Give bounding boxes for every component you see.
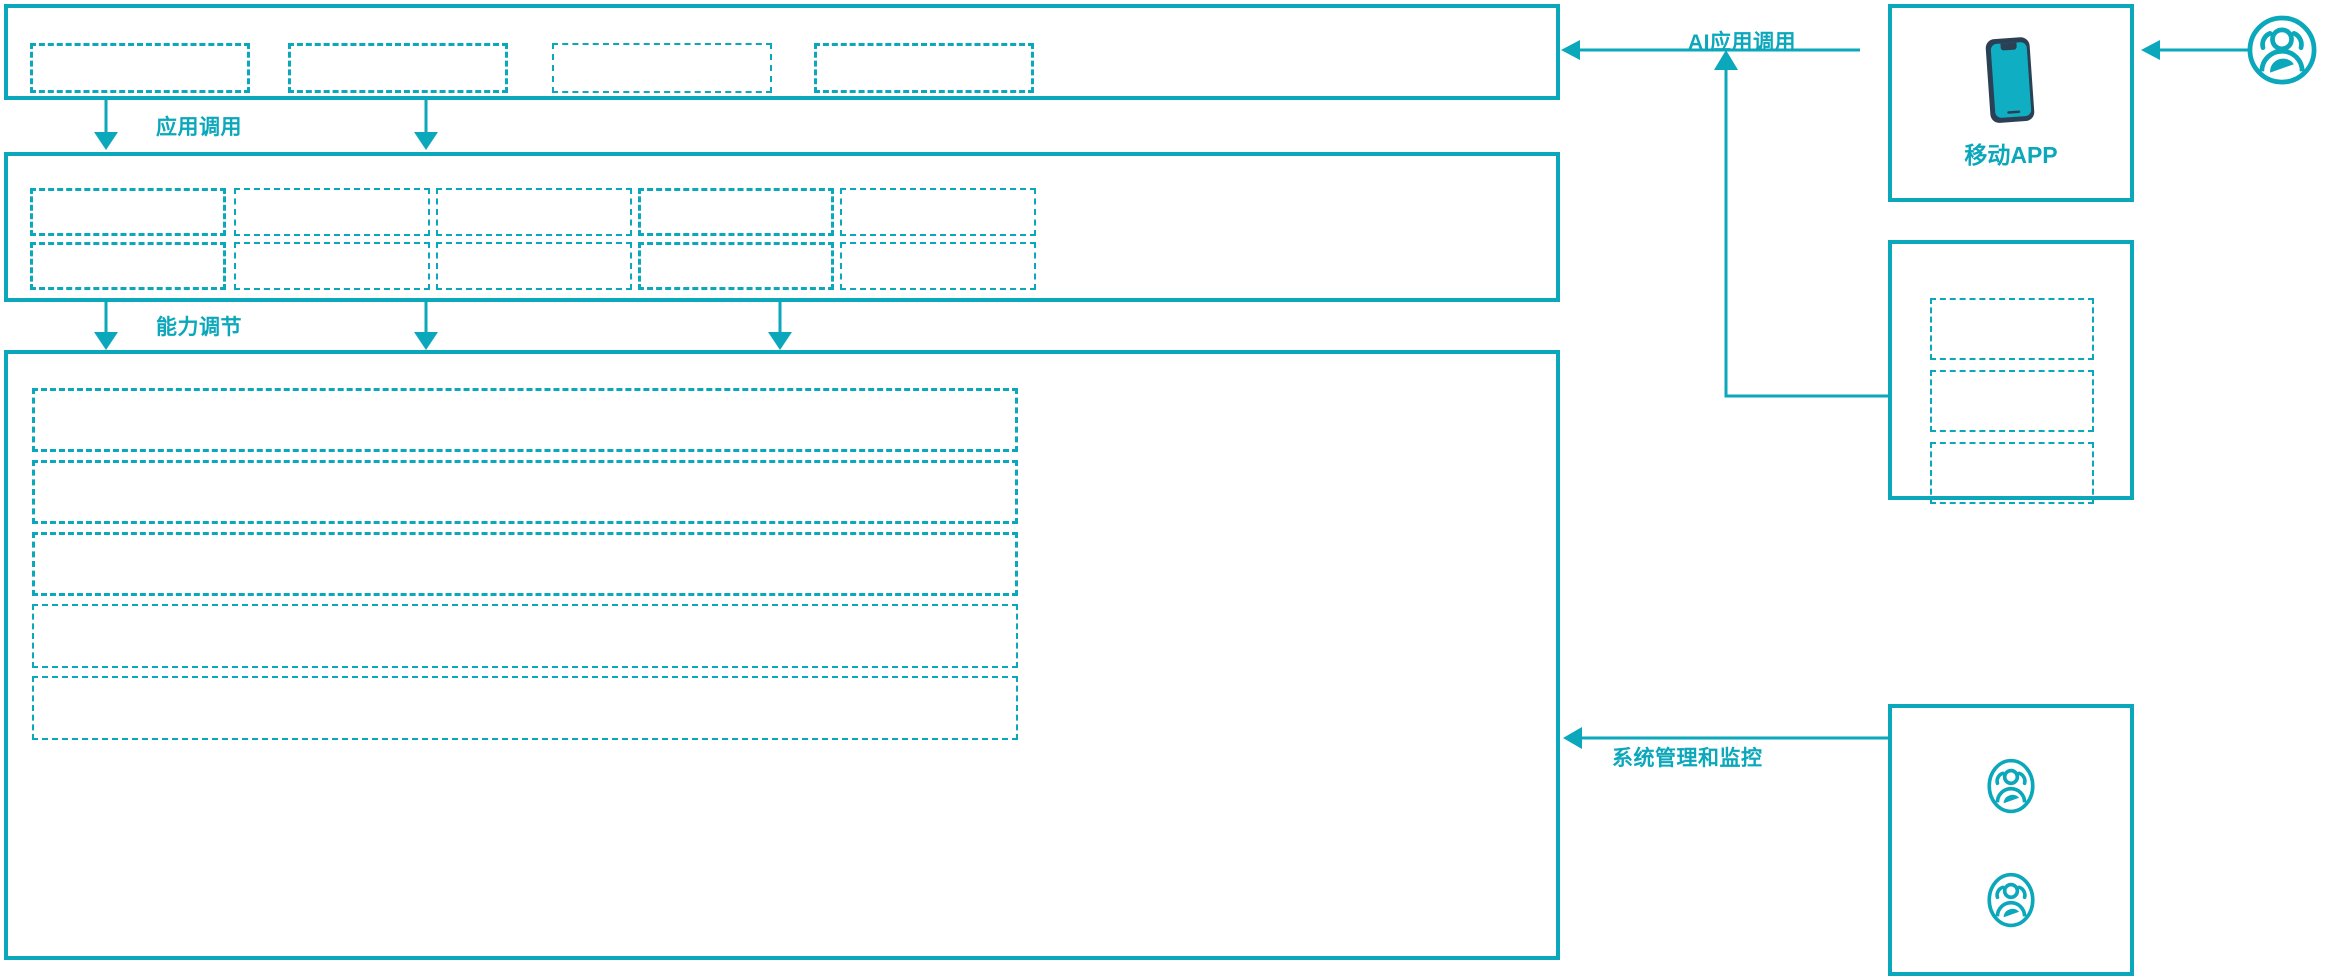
capability-slot-2-1[interactable] [30, 242, 226, 290]
infrastructure-layer-panel [4, 350, 1560, 960]
application-slot-1[interactable] [30, 43, 250, 93]
infrastructure-slot-3[interactable] [32, 532, 1018, 596]
infrastructure-slot-1[interactable] [32, 388, 1018, 452]
capability-slot-1-3[interactable] [436, 188, 632, 236]
operations-user-icon-1[interactable] [1892, 754, 2130, 818]
capability-tune-arrow-mid [414, 302, 438, 350]
application-slot-2[interactable] [288, 43, 508, 93]
ai-app-invoke-arrow [1561, 40, 1860, 60]
operations-user-icon-2[interactable] [1892, 868, 2130, 932]
application-slot-4[interactable] [814, 43, 1034, 93]
application-layer-panel [4, 4, 1560, 100]
capability-slot-1-4[interactable] [638, 188, 834, 236]
app-invoke-arrow-right [414, 100, 438, 150]
infrastructure-slot-5[interactable] [32, 676, 1018, 740]
channel-slot-3[interactable] [1930, 442, 2094, 504]
end-user-actor[interactable] [2240, 8, 2324, 92]
infrastructure-slot-4[interactable] [32, 604, 1018, 668]
capability-slot-1-5[interactable] [840, 188, 1036, 236]
infrastructure-slot-2[interactable] [32, 460, 1018, 524]
capability-slot-1-1[interactable] [30, 188, 226, 236]
sys-admin-mon-arrow [1563, 727, 1892, 749]
channel-slot-1[interactable] [1930, 298, 2094, 360]
channel-slot-2[interactable] [1930, 370, 2094, 432]
capability-slot-2-3[interactable] [436, 242, 632, 290]
capability-slot-1-2[interactable] [234, 188, 430, 236]
application-slot-3[interactable] [552, 43, 772, 93]
channel-uplink-connector [1714, 50, 1900, 398]
capability-slot-2-2[interactable] [234, 242, 430, 290]
capability-tune-label: 能力调节 [156, 316, 242, 339]
mobile-app-card-label: 移动APP [1964, 142, 2058, 168]
users-group-icon [1987, 872, 2035, 928]
capability-layer-panel [4, 152, 1560, 302]
user-to-app-arrow [2141, 40, 2250, 60]
operations-card[interactable] [1888, 704, 2134, 976]
ai-app-invoke-label: AI应用调用 [1688, 31, 1796, 54]
sys-admin-mon-label: 系统管理和监控 [1612, 747, 1763, 770]
app-invoke-label: 应用调用 [156, 116, 242, 139]
mobile-app-card[interactable]: 移动APP [1888, 4, 2134, 202]
smartphone-icon [1892, 32, 2130, 128]
capability-slot-2-5[interactable] [840, 242, 1036, 290]
capability-tune-arrow-left [94, 302, 118, 350]
capability-tune-arrow-right [768, 302, 792, 350]
capability-slot-2-4[interactable] [638, 242, 834, 290]
channel-card[interactable] [1888, 240, 2134, 504]
users-group-icon [1987, 758, 2035, 814]
users-group-icon [2247, 15, 2317, 85]
app-invoke-arrow-left [94, 100, 118, 150]
